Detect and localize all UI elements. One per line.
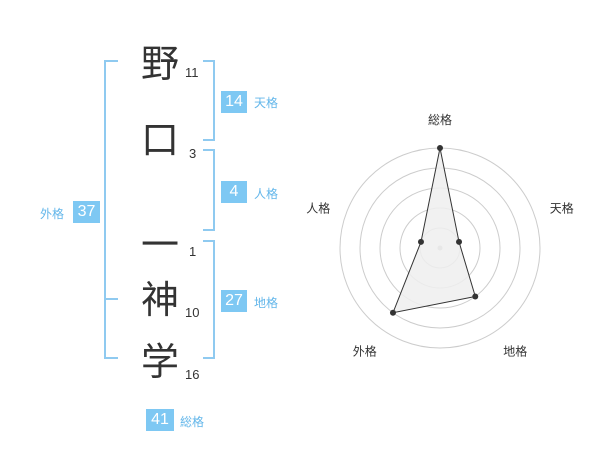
- radar-axis-label-1: 総格: [428, 112, 452, 127]
- radar-point-2: [456, 238, 463, 245]
- chikaku-bracket: [203, 240, 215, 359]
- stroke-count-2: 3: [189, 146, 197, 161]
- jinkaku-bracket: [203, 149, 215, 231]
- radar-point-3: [472, 293, 479, 300]
- name-char-2: 口: [140, 118, 179, 162]
- soukaku-score: 41: [146, 409, 174, 431]
- name-char-5: 学: [140, 340, 179, 384]
- gaikaku-label: 外格: [40, 207, 65, 221]
- jinkaku-label: 人格: [254, 187, 279, 201]
- gaikaku-score: 37: [73, 201, 100, 223]
- radar-axis-label-4: 外格: [353, 344, 377, 359]
- radar-point-4: [389, 309, 396, 316]
- chikaku-label: 地格: [254, 296, 279, 310]
- radar-point-1: [437, 145, 443, 151]
- radar-value-area: [392, 147, 476, 314]
- radar-axis-label-2: 天格: [550, 200, 574, 215]
- tenkaku-bracket: [203, 60, 215, 141]
- name-char-4: 神: [140, 278, 179, 322]
- stroke-count-4: 10: [185, 305, 200, 320]
- chikaku-score: 27: [221, 290, 247, 312]
- stroke-count-3: 1: [189, 244, 197, 259]
- radar-axis-label-5: 人格: [306, 200, 330, 215]
- jinkaku-score: 4: [221, 181, 247, 203]
- tenkaku-label: 天格: [254, 96, 279, 110]
- radar-point-5: [417, 238, 424, 245]
- stroke-count-5: 16: [185, 367, 200, 382]
- gaikaku-bracket: [104, 60, 118, 359]
- name-char-3: 一: [140, 223, 179, 267]
- stroke-count-1: 11: [185, 65, 199, 80]
- gaikaku-bracket-tick: [104, 298, 118, 300]
- tenkaku-score: 14: [221, 91, 247, 113]
- soukaku-label: 総格: [180, 415, 205, 429]
- name-char-1: 野: [140, 42, 179, 86]
- radar-axis-label-3: 地格: [503, 344, 527, 359]
